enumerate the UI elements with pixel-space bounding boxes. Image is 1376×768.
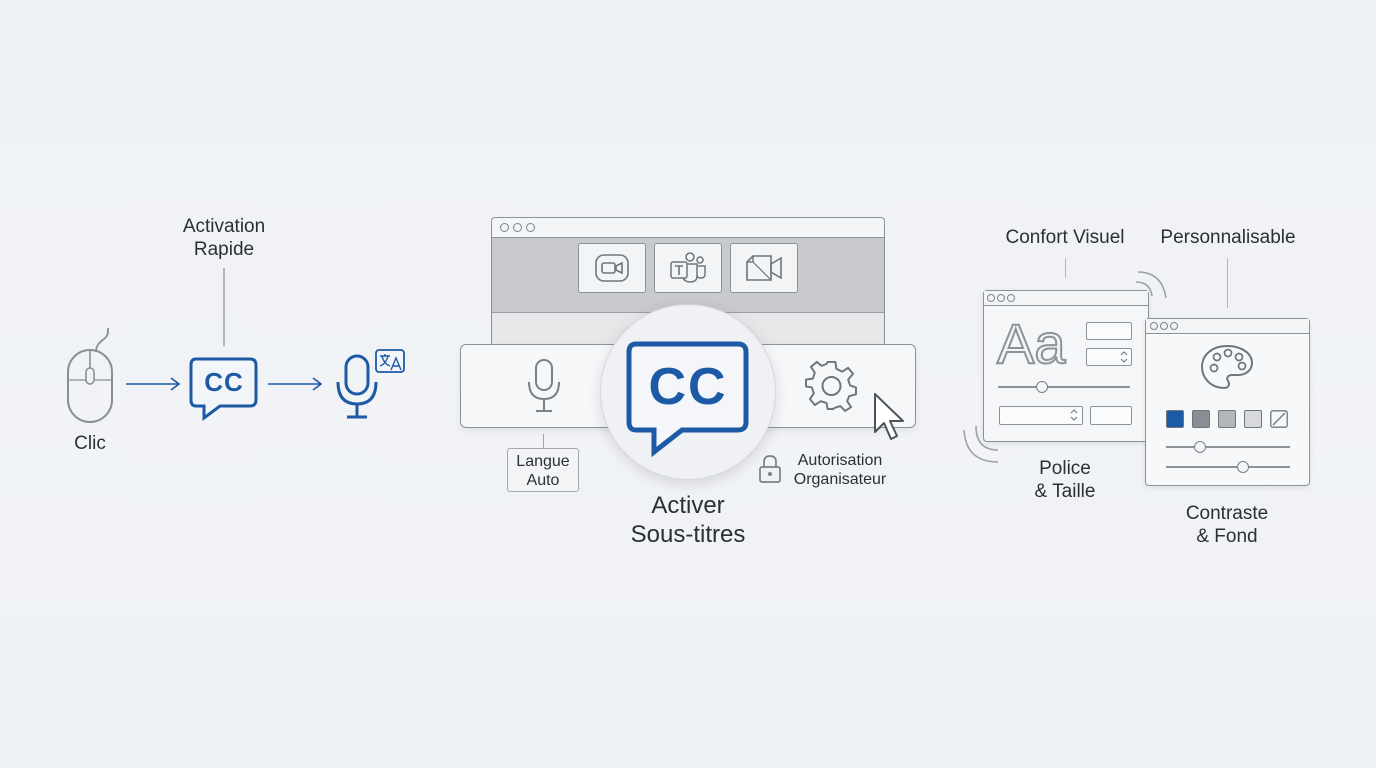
swatch-dark-gray[interactable] — [1192, 410, 1210, 428]
contraste-fond-label: Contraste & Fond — [1162, 503, 1292, 549]
swatch-light-gray[interactable] — [1244, 410, 1262, 428]
palette-icon — [1200, 344, 1254, 390]
gear-icon[interactable] — [805, 360, 858, 412]
clic-label: Clic — [74, 433, 106, 454]
contrast-slider-thumb[interactable] — [1194, 441, 1206, 453]
contraste-line1: Contraste — [1185, 503, 1269, 524]
microphone-icon[interactable] — [526, 358, 562, 414]
police-taille-label: Police & Taille — [1000, 458, 1130, 504]
confort-connector — [1065, 258, 1067, 278]
activer-line2: Sous-titres — [630, 520, 746, 548]
font-style-select[interactable] — [999, 406, 1083, 425]
background-slider-track[interactable] — [1166, 466, 1290, 468]
meeting-app-titlebar — [492, 218, 884, 238]
font-size-slider-track[interactable] — [998, 386, 1130, 388]
microphone-translate-icon — [336, 349, 405, 419]
langue-line2: Auto — [526, 472, 560, 490]
activer-line1: Activer — [651, 492, 725, 519]
sound-wave-icon-2 — [963, 425, 999, 463]
meet-app-button[interactable] — [730, 243, 798, 293]
lock-icon — [759, 455, 781, 483]
closed-captions-large-icon — [626, 341, 749, 458]
mouse-icon — [67, 328, 113, 423]
font-sample-text: Aa — [996, 311, 1066, 376]
activation-connector — [223, 268, 225, 346]
arrow-right-icon — [126, 377, 181, 391]
no-color-icon[interactable] — [1270, 410, 1288, 428]
police-line2: & Taille — [1034, 480, 1096, 502]
background-slider-thumb[interactable] — [1237, 461, 1249, 473]
langue-connector — [543, 434, 545, 448]
zoom-camera-icon — [595, 254, 629, 282]
activation-label-line2: Rapide — [193, 238, 255, 260]
font-size-slider-thumb[interactable] — [1036, 381, 1048, 393]
teams-icon — [670, 252, 706, 283]
meet-camera-icon — [746, 255, 782, 281]
font-apply-field[interactable] — [1090, 406, 1132, 425]
sound-wave-icon — [1135, 271, 1167, 299]
cursor-icon — [874, 393, 904, 440]
font-size-field[interactable] — [1086, 322, 1132, 340]
closed-captions-icon — [189, 357, 258, 421]
arrow-right-icon-2 — [268, 377, 323, 391]
langue-line1: Langue — [516, 453, 570, 470]
activation-label-line1: Activation — [182, 216, 266, 237]
contrast-slider-track[interactable] — [1166, 446, 1290, 448]
zoom-app-button[interactable] — [578, 243, 646, 293]
autorisation-line2: Organisateur — [793, 471, 887, 489]
swatch-blue[interactable] — [1166, 410, 1184, 428]
cc-small-text: CC — [204, 367, 244, 397]
select-arrows-icon — [1120, 351, 1128, 363]
contrast-window-titlebar — [1146, 319, 1309, 334]
police-line1: Police — [1039, 458, 1091, 479]
personnalisable-label: Personnalisable — [1160, 227, 1296, 248]
activation-label: Activation Rapide — [154, 216, 294, 262]
langue-auto-badge: Langue Auto — [507, 448, 579, 492]
personnalisable-connector — [1227, 258, 1229, 308]
autorisation-line1: Autorisation — [797, 452, 883, 469]
swatch-mid-gray[interactable] — [1218, 410, 1236, 428]
select-arrows-icon-2 — [1070, 409, 1078, 421]
font-family-select[interactable] — [1086, 348, 1132, 366]
cc-main-text: CC — [648, 358, 728, 416]
contraste-line2: & Fond — [1196, 525, 1258, 547]
autorisation-label: Autorisation Organisateur — [780, 451, 900, 489]
activer-sous-titres-label: Activer Sous-titres — [588, 492, 788, 550]
font-window-titlebar — [984, 291, 1148, 306]
confort-visuel-label: Confort Visuel — [1005, 227, 1125, 248]
teams-app-button[interactable] — [654, 243, 722, 293]
